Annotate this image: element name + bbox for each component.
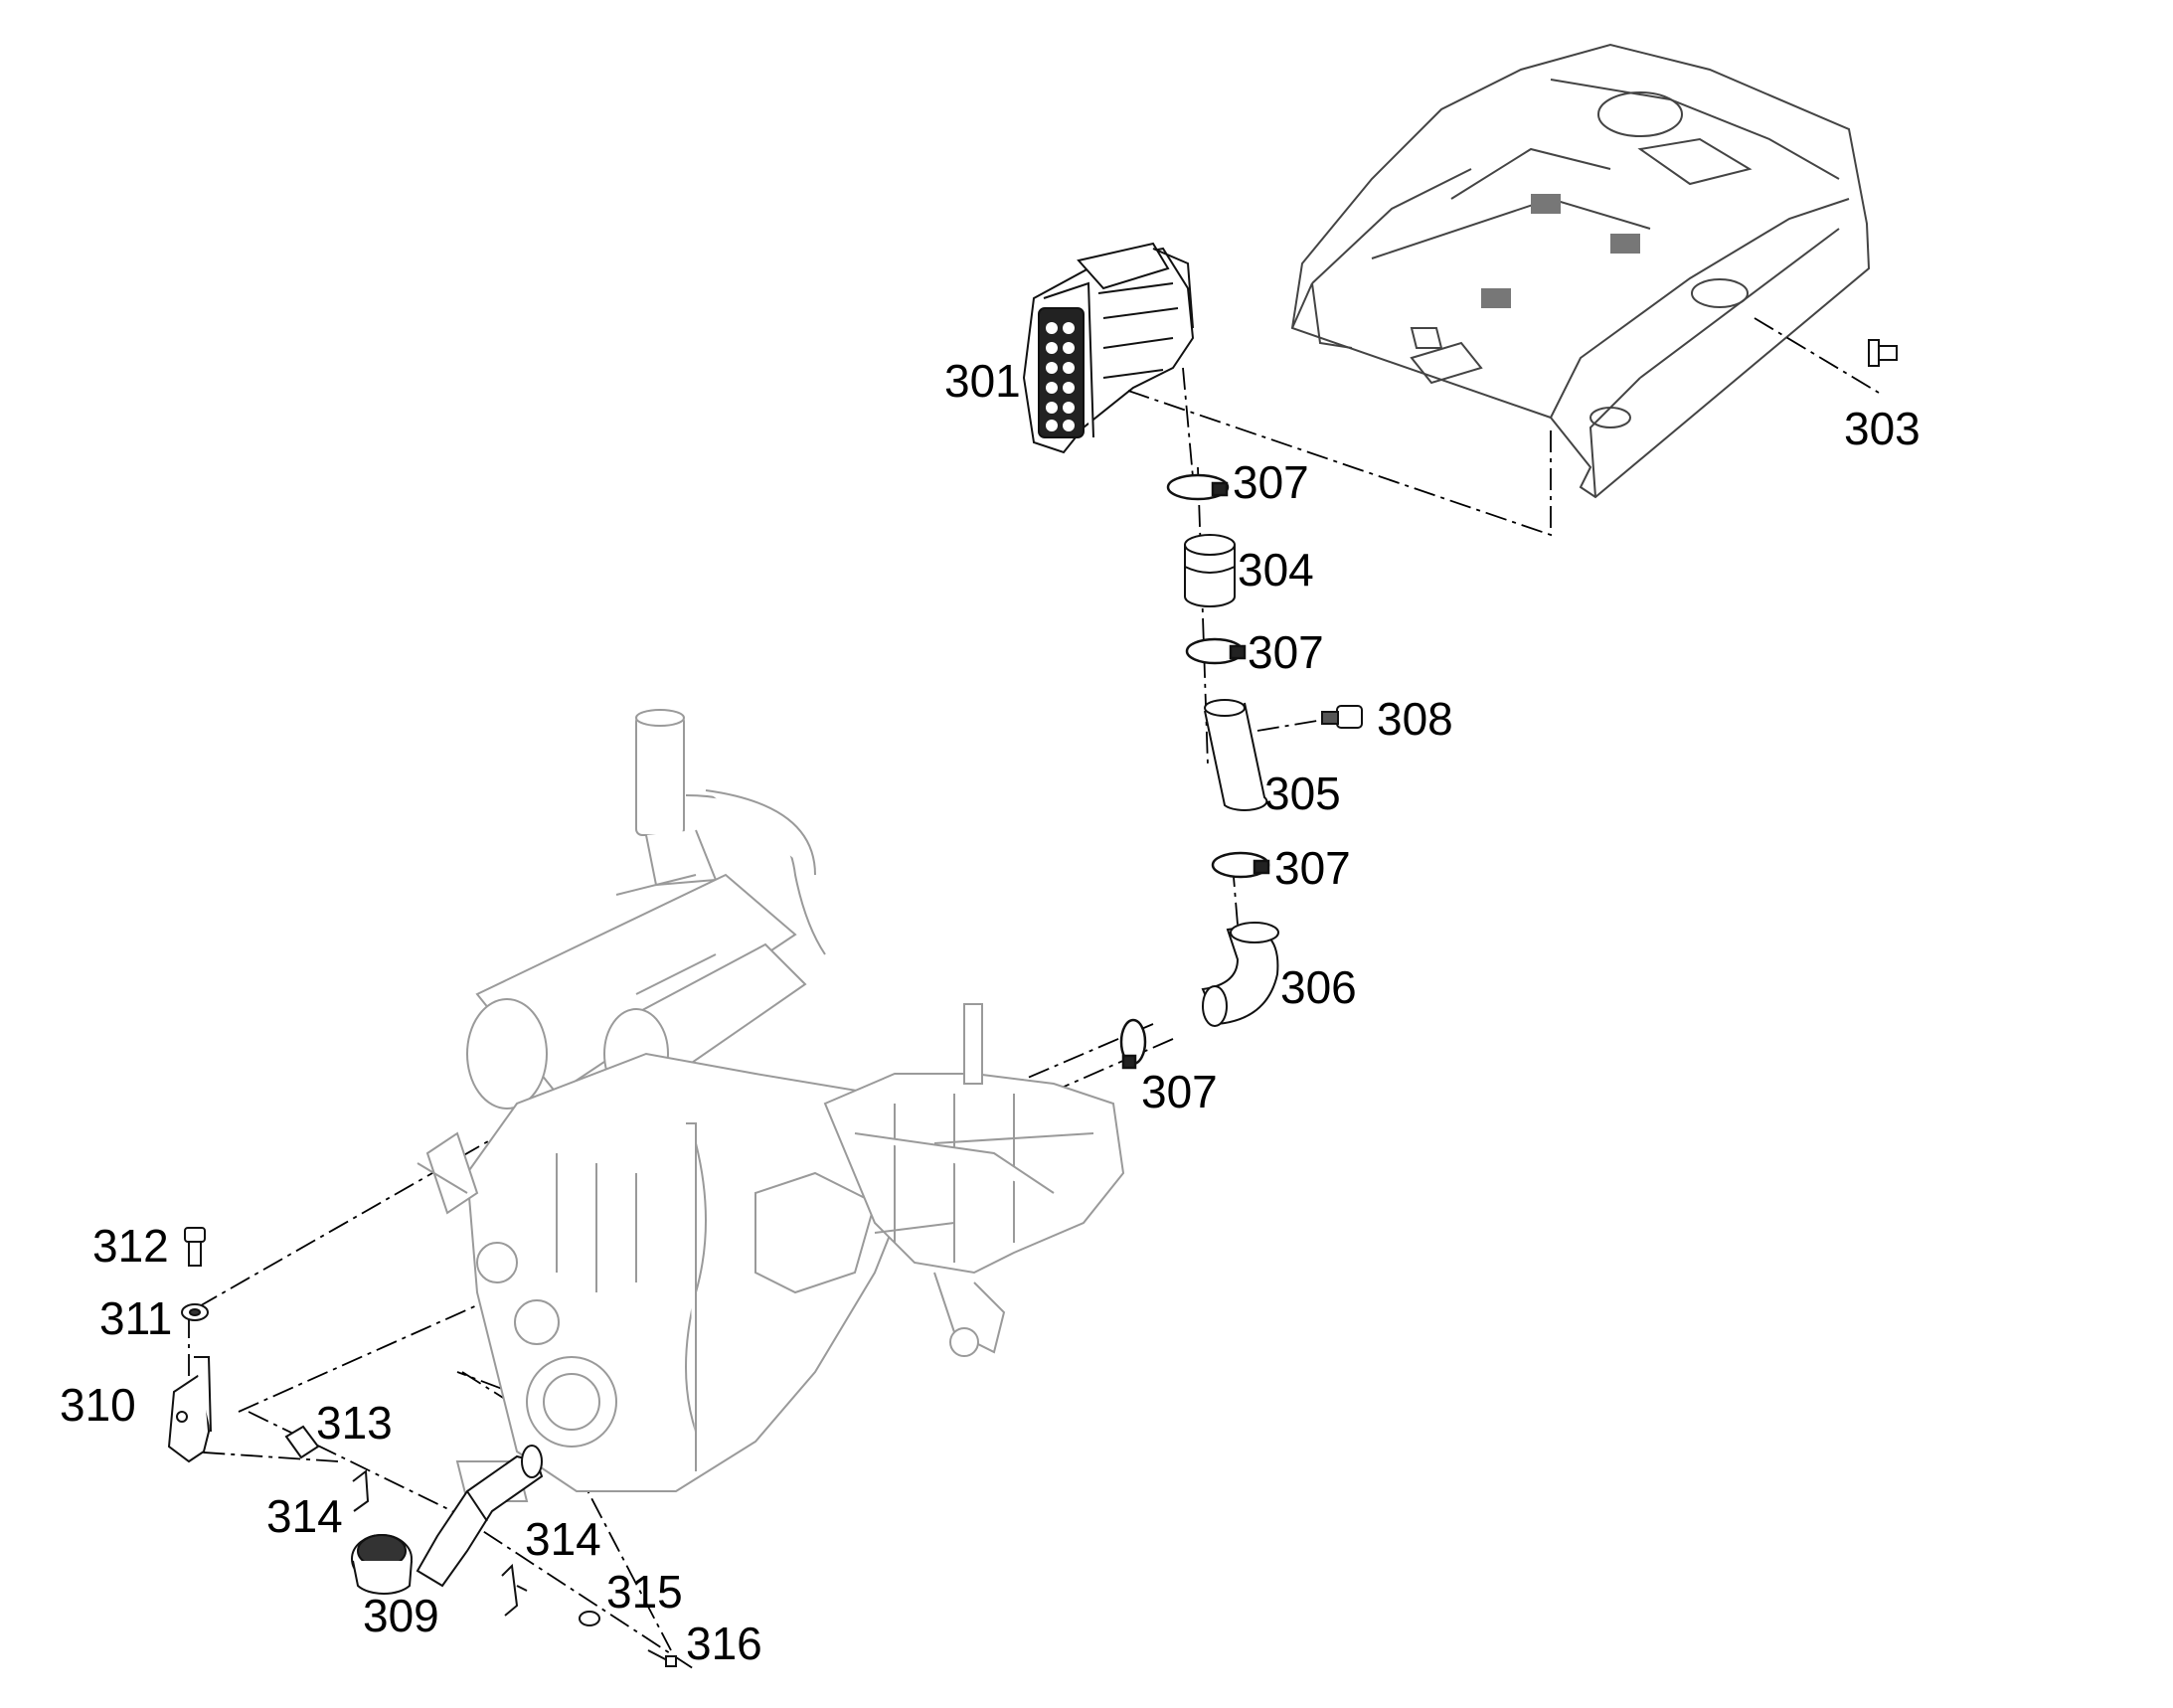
callout-305: 305 bbox=[1264, 768, 1341, 819]
callout-314a: 314 bbox=[266, 1490, 343, 1542]
callout-315: 315 bbox=[606, 1566, 683, 1618]
callout-310: 310 bbox=[60, 1379, 136, 1431]
part-307-clamp-b bbox=[1185, 637, 1247, 665]
part-308-sensor bbox=[1321, 705, 1363, 729]
part-301-muffler bbox=[1022, 242, 1195, 454]
part-307-clamp-a bbox=[1166, 473, 1230, 501]
engine-assembly bbox=[417, 709, 1125, 1502]
callout-301: 301 bbox=[944, 355, 1021, 407]
callout-307d: 307 bbox=[1141, 1066, 1218, 1117]
part-311-washer bbox=[181, 1303, 209, 1321]
callout-307b: 307 bbox=[1248, 626, 1324, 678]
callout-309: 309 bbox=[363, 1590, 439, 1641]
part-314-clip-a bbox=[352, 1469, 370, 1512]
callout-307c: 307 bbox=[1274, 842, 1351, 894]
callout-311: 311 bbox=[99, 1292, 173, 1344]
callout-304: 304 bbox=[1238, 544, 1314, 596]
callout-308: 308 bbox=[1377, 693, 1453, 745]
part-314-clip-b bbox=[501, 1563, 528, 1617]
callout-303: 303 bbox=[1844, 403, 1921, 454]
part-307-clamp-d bbox=[1119, 1018, 1147, 1070]
part-309-intake-pipe bbox=[416, 1445, 544, 1588]
part-316-screw bbox=[647, 1649, 677, 1667]
assembly-lines bbox=[188, 317, 1880, 1671]
part-304-hose bbox=[1184, 534, 1236, 607]
part-313-spacer bbox=[284, 1425, 320, 1459]
part-315-washer bbox=[579, 1611, 600, 1626]
callout-314b: 314 bbox=[525, 1513, 601, 1565]
part-310-bracket bbox=[167, 1356, 212, 1463]
part-303-bolt bbox=[1868, 339, 1898, 367]
part-306-elbow bbox=[1201, 922, 1279, 1027]
callout-312: 312 bbox=[92, 1220, 169, 1272]
part-312-bolt bbox=[184, 1227, 206, 1267]
callout-307a: 307 bbox=[1233, 456, 1309, 508]
part-305-pipe bbox=[1204, 699, 1268, 811]
callout-316: 316 bbox=[686, 1618, 762, 1669]
callout-306: 306 bbox=[1280, 961, 1357, 1013]
callout-313: 313 bbox=[316, 1397, 393, 1449]
part-307-clamp-c bbox=[1211, 851, 1270, 879]
platform-panel bbox=[1290, 43, 1871, 499]
part-309-collar bbox=[351, 1534, 413, 1596]
